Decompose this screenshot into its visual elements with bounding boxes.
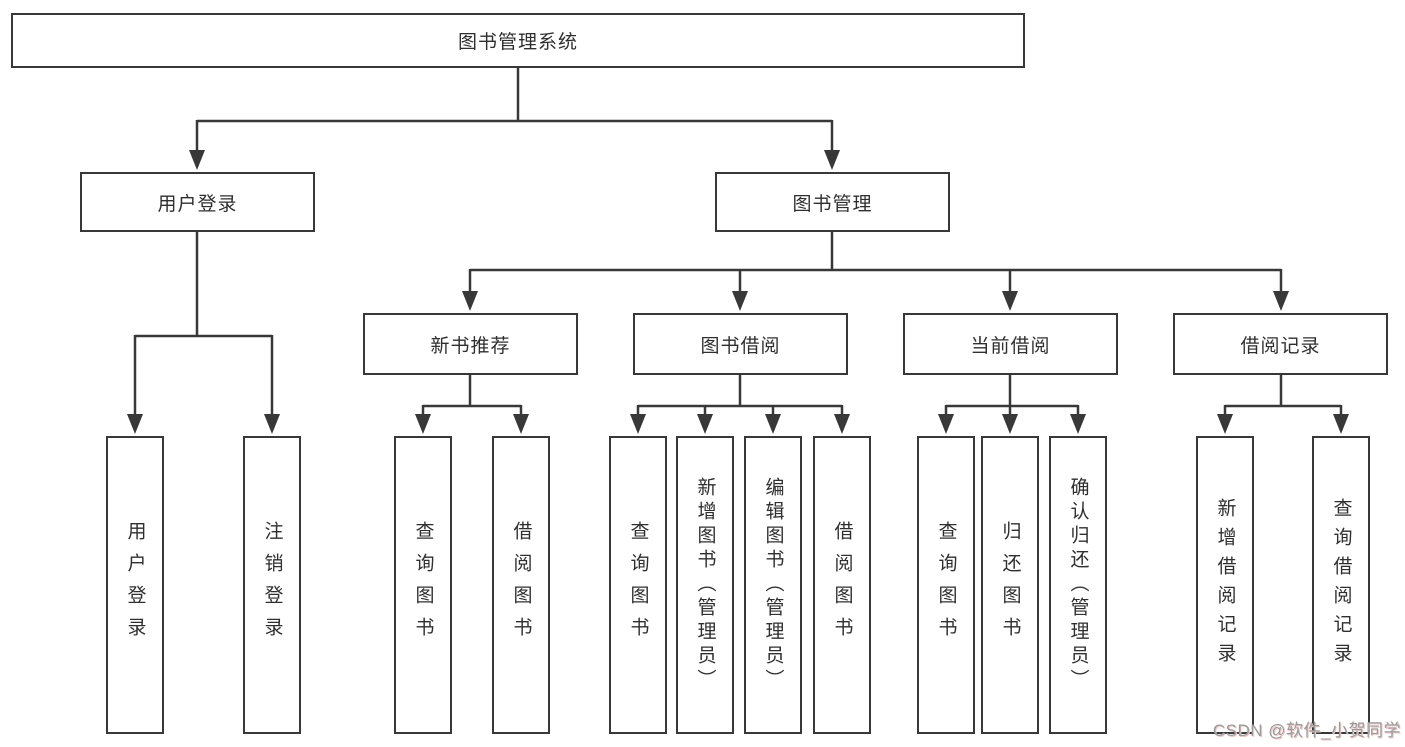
leaf-edit-books-admin-label: 编辑图书（管理员） [762,477,784,693]
leaf-add-borrow-record: 新增借阅记录 [1196,436,1254,734]
node-book-borrow: 图书借阅 [633,313,848,375]
leaf-add-borrow-record-label: 新增借阅记录 [1214,498,1236,672]
leaf-return-books-label: 归还图书 [999,521,1021,649]
leaf-query-borrow-record: 查询借阅记录 [1312,436,1370,734]
leaf-query-books-recommend: 查询图书 [394,436,452,734]
leaf-borrow-books-recommend-label: 借阅图书 [510,521,532,649]
leaf-logout-label: 注销登录 [261,521,283,649]
leaf-query-books-borrow-label: 查询图书 [627,521,649,649]
leaf-borrow-books-label: 借阅图书 [831,521,853,649]
node-new-book-recommend-label: 新书推荐 [430,335,511,357]
leaf-return-books: 归还图书 [981,436,1039,734]
node-book-borrow-label: 图书借阅 [700,335,781,357]
node-user-login-label: 用户登录 [157,193,238,215]
node-borrow-records: 借阅记录 [1173,313,1388,375]
leaf-query-books-borrow: 查询图书 [609,436,667,734]
leaf-user-login: 用户登录 [106,436,164,734]
node-borrow-records-label: 借阅记录 [1240,335,1321,357]
node-root: 图书管理系统 [11,13,1025,68]
leaf-query-borrow-record-label: 查询借阅记录 [1330,498,1352,672]
leaf-borrow-books: 借阅图书 [813,436,871,734]
leaf-query-books-current-label: 查询图书 [935,521,957,649]
node-new-book-recommend: 新书推荐 [363,313,578,375]
watermark: CSDN @软件_小贺同学 [1212,721,1401,740]
node-book-management: 图书管理 [715,172,950,232]
leaf-query-books-current: 查询图书 [917,436,975,734]
node-user-login: 用户登录 [80,172,315,232]
leaf-add-books-admin: 新增图书（管理员） [676,436,734,734]
node-book-management-label: 图书管理 [792,193,873,215]
node-current-borrow-label: 当前借阅 [970,335,1051,357]
arrowheads [127,150,1349,434]
leaf-add-books-admin-label: 新增图书（管理员） [694,477,716,693]
leaf-user-login-label: 用户登录 [124,521,146,649]
leaf-logout: 注销登录 [243,436,301,734]
leaf-query-books-recommend-label: 查询图书 [412,521,434,649]
leaf-confirm-return-admin: 确认归还（管理员） [1049,436,1107,734]
leaf-borrow-books-recommend: 借阅图书 [492,436,550,734]
leaf-edit-books-admin: 编辑图书（管理员） [744,436,802,734]
node-current-borrow: 当前借阅 [903,313,1118,375]
node-root-label: 图书管理系统 [457,32,578,53]
leaf-confirm-return-admin-label: 确认归还（管理员） [1067,477,1089,693]
